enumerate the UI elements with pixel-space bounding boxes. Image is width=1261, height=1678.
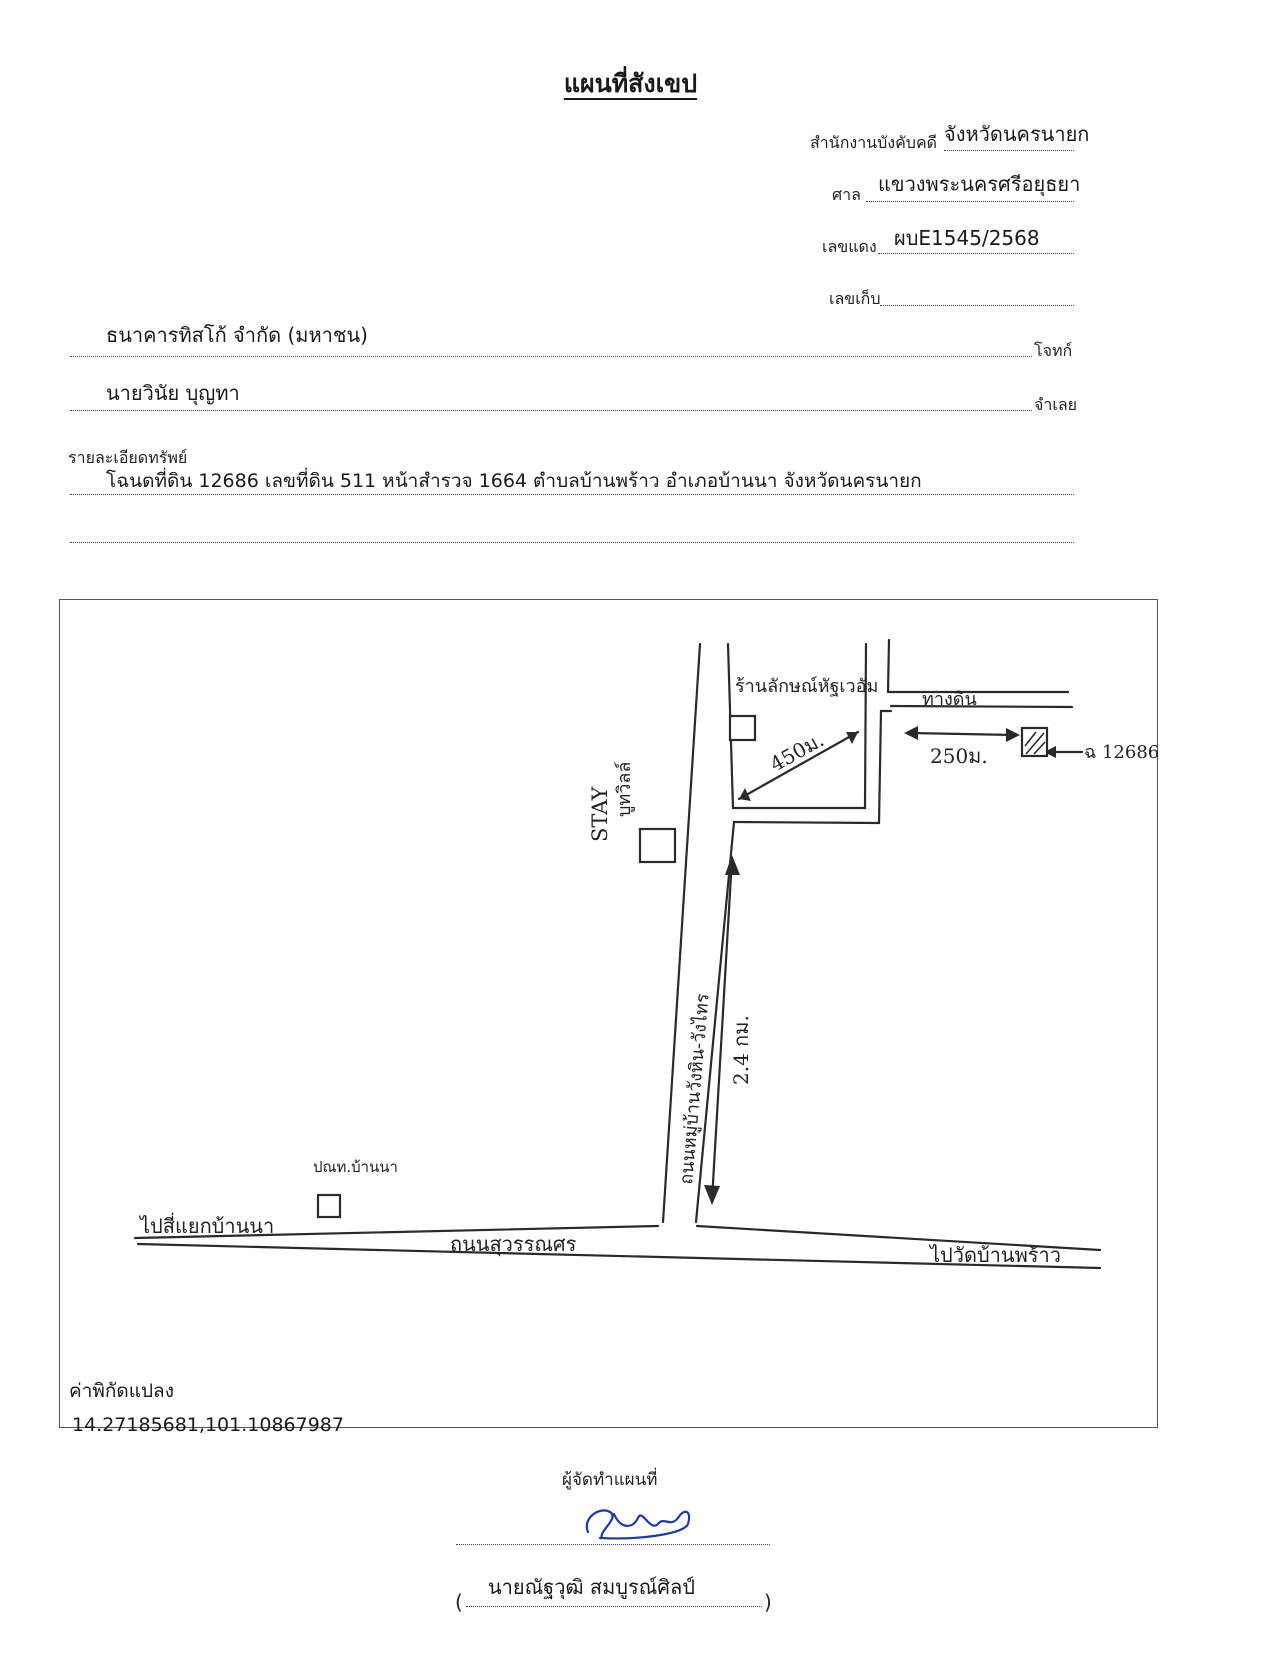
main-road-bottom bbox=[136, 1242, 1102, 1270]
map-maker-name: นายณัฐวุฒิ สมบูรณ์ศิลป์ bbox=[488, 1575, 695, 1599]
stay-building bbox=[638, 827, 677, 864]
arrow-450 bbox=[737, 730, 860, 801]
court-dotted-line bbox=[866, 201, 1074, 202]
defendant-label: จำเลย bbox=[1034, 395, 1078, 414]
left-direction-label: ไปสี่แยกบ้านนา bbox=[138, 1212, 274, 1238]
asset-dotted-line-2 bbox=[70, 542, 1074, 543]
document-title: แผนที่สังเขป bbox=[563, 69, 698, 98]
map-maker-label: ผู้จัดทำแผนที่ bbox=[562, 1470, 658, 1490]
asset-detail: โฉนดที่ดิน 12686 เลขที่ดิน 511 หน้าสำรวจ… bbox=[106, 470, 922, 492]
main-road-top bbox=[133, 1224, 1102, 1252]
office-dotted-line bbox=[944, 150, 1074, 151]
plot-pointer-head bbox=[1044, 746, 1056, 758]
distance-2-4km-label: 2.4 กม. bbox=[729, 1015, 753, 1085]
arrow-250 bbox=[908, 731, 1017, 737]
dirt-road-label: ทางดิน bbox=[922, 689, 977, 710]
shop-label: ร้านลักษณ์หัฐเวอัม bbox=[735, 676, 878, 697]
arrow-250-head-b bbox=[1006, 728, 1020, 742]
red-no-value: ผบE1545/2568 bbox=[894, 226, 1040, 250]
shop-building bbox=[728, 714, 757, 742]
plaintiff-label: โจทก์ bbox=[1034, 341, 1073, 360]
distance-250-label: 250ม. bbox=[930, 744, 988, 768]
plot-label: ฉ 12686 bbox=[1084, 742, 1159, 763]
name-close-paren: ) bbox=[764, 1590, 772, 1614]
coordinate-label: ค่าพิกัดแปลง bbox=[69, 1380, 174, 1402]
stay-label-2: บูทวิลล์ bbox=[614, 762, 635, 817]
plot-building bbox=[1020, 726, 1049, 758]
arrow-2-4km-head-a bbox=[725, 855, 740, 875]
post-office-building bbox=[316, 1193, 342, 1219]
plaintiff-dotted-line bbox=[70, 356, 1032, 357]
arrow-450-head-b bbox=[739, 788, 751, 801]
side-road-left-edge bbox=[661, 642, 702, 1224]
main-road-label: ถนนสุวรรณศร bbox=[450, 1232, 577, 1257]
red-no-label: เลขแดง bbox=[822, 237, 877, 256]
asset-dotted-line-1 bbox=[70, 494, 1074, 495]
asset-label: รายละเอียดทรัพย์ bbox=[68, 448, 188, 467]
side-road-right-edge bbox=[694, 820, 736, 1224]
outer-branch-road bbox=[732, 638, 893, 825]
defendant-dotted-line bbox=[70, 410, 1032, 411]
store-no-label: เลขเก็บ bbox=[829, 289, 881, 308]
arrow-2-4km bbox=[710, 856, 734, 1202]
defendant-value: นายวินัย บุญทา bbox=[106, 381, 240, 405]
red-no-dotted-line bbox=[878, 253, 1074, 254]
stay-label: STAY bbox=[588, 785, 612, 842]
court-value: แขวงพระนครศรีอยุธยา bbox=[878, 172, 1081, 196]
map-frame bbox=[59, 599, 1158, 1428]
coordinate-value: 14.27185681,101.10867987 bbox=[72, 1414, 344, 1436]
right-direction-label: ไปวัดบ้านพร้าว bbox=[928, 1243, 1061, 1267]
dirt-road bbox=[886, 690, 1074, 709]
arrow-2-4km-head-b bbox=[704, 1185, 720, 1205]
arrow-450-head-a bbox=[846, 732, 858, 744]
court-label: ศาล bbox=[832, 185, 861, 204]
distance-450-label: 450ม. bbox=[766, 727, 828, 776]
store-no-dotted-line bbox=[880, 305, 1074, 306]
arrow-250-head-a bbox=[904, 726, 918, 740]
office-label: สำนักงานบังคับคดี bbox=[810, 133, 938, 152]
signature-image bbox=[585, 1509, 691, 1540]
plaintiff-value: ธนาคารทิสโก้ จำกัด (มหาชน) bbox=[106, 323, 368, 347]
signature-dotted-line bbox=[456, 1544, 770, 1545]
office-value: จังหวัดนครนายก bbox=[944, 122, 1090, 146]
name-dotted-line bbox=[466, 1606, 762, 1607]
name-open-paren: ( bbox=[455, 1590, 463, 1614]
post-office-label: ปณท.บ้านนา bbox=[313, 1158, 398, 1176]
